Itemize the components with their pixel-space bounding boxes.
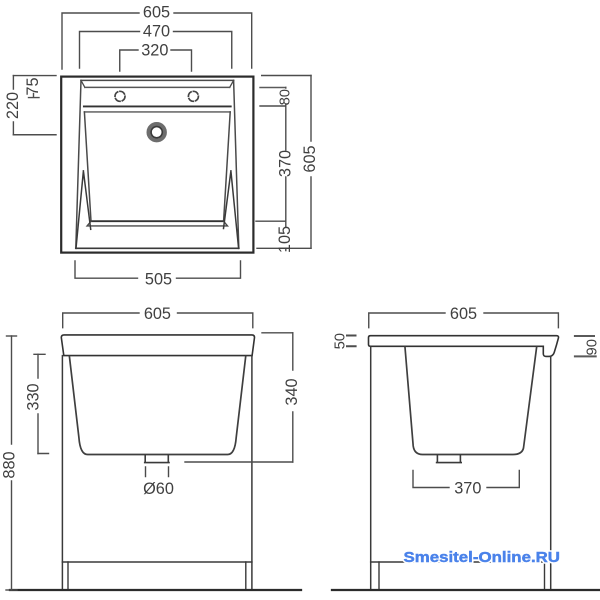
svg-text:470: 470	[143, 22, 170, 40]
svg-text:320: 320	[141, 41, 168, 59]
svg-text:505: 505	[145, 270, 172, 288]
svg-text:605: 605	[301, 145, 319, 172]
svg-text:370: 370	[454, 480, 481, 498]
svg-text:605: 605	[143, 3, 170, 21]
svg-text:Smesitel-Online.RU: Smesitel-Online.RU	[404, 550, 561, 566]
svg-text:370: 370	[276, 150, 294, 177]
svg-text:220: 220	[4, 92, 22, 119]
svg-text:880: 880	[0, 451, 18, 478]
svg-text:90: 90	[584, 339, 600, 355]
svg-text:Smesitel-Online.RU: Smesitel-Online.RU	[404, 550, 561, 566]
svg-text:330: 330	[24, 383, 42, 410]
svg-text:105: 105	[276, 226, 294, 253]
svg-text:75: 75	[24, 77, 42, 95]
svg-text:340: 340	[283, 378, 301, 405]
svg-text:605: 605	[450, 305, 477, 323]
svg-text:Ø60: Ø60	[143, 480, 174, 498]
svg-text:50: 50	[333, 333, 349, 349]
svg-text:80: 80	[278, 89, 294, 105]
svg-text:605: 605	[144, 305, 171, 323]
